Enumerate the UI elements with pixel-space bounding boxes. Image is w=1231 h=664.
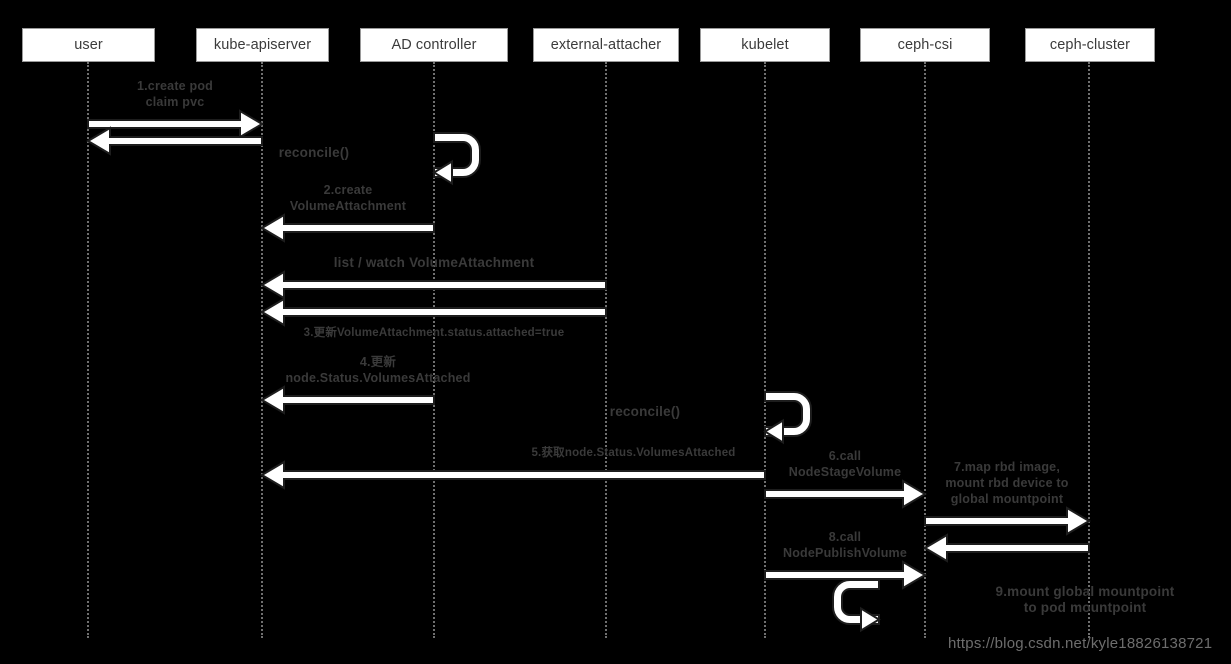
- message-label: 8.call NodePublishVolume: [782, 530, 907, 560]
- participant-label: ceph-csi: [897, 37, 953, 53]
- message-label: 7.map rbd image, mount rbd device to glo…: [945, 460, 1069, 506]
- message-arrow-4: [260, 385, 435, 415]
- message-arrow-2: [260, 213, 435, 243]
- message-label: 1.create pod claim pvc: [136, 79, 214, 109]
- message-label: 5.获取node.Status.VolumesAttached: [531, 447, 736, 459]
- participant-label: kubelet: [741, 37, 789, 53]
- participant-label: user: [74, 37, 103, 53]
- participant-label: external-attacher: [550, 37, 662, 53]
- lifeline-kubelet: [764, 62, 766, 638]
- message-label: reconcile(): [278, 145, 350, 160]
- message-label: 3.更新VolumeAttachment.status.attached=tru…: [303, 327, 565, 339]
- message-label: 4.更新 node.Status.VolumesAttached: [285, 355, 471, 385]
- lifeline-kube-apiserver: [261, 62, 263, 638]
- participant-box-ad-controller[interactable]: AD controller: [360, 28, 508, 62]
- participant-box-kube-apiserver[interactable]: kube-apiserver: [196, 28, 329, 62]
- watermark-text: https://blog.csdn.net/kyle18826138721: [948, 635, 1213, 652]
- participant-box-kubelet[interactable]: kubelet: [700, 28, 830, 62]
- participant-box-user[interactable]: user: [22, 28, 155, 62]
- participant-label: AD controller: [391, 37, 477, 53]
- participant-box-ceph-csi[interactable]: ceph-csi: [860, 28, 990, 62]
- lifeline-ceph-cluster: [1088, 62, 1090, 638]
- participant-label: ceph-cluster: [1049, 37, 1131, 53]
- lifeline-external-attacher: [605, 62, 607, 638]
- lifeline-user: [87, 62, 89, 638]
- message-label: 9.mount global mountpoint to pod mountpo…: [995, 584, 1175, 615]
- message-label: reconcile(): [609, 404, 681, 419]
- message-label: 6.call NodeStageVolume: [788, 449, 902, 479]
- lifeline-ad-controller: [433, 62, 435, 638]
- participant-label: kube-apiserver: [213, 37, 312, 53]
- message-label: list / watch VolumeAttachment: [333, 255, 535, 270]
- message-label: 2.create VolumeAttachment: [289, 183, 407, 213]
- lifeline-ceph-csi: [924, 62, 926, 638]
- participant-box-ceph-cluster[interactable]: ceph-cluster: [1025, 28, 1155, 62]
- participant-box-external-attacher[interactable]: external-attacher: [533, 28, 679, 62]
- self-loop-9: [832, 579, 881, 633]
- message-arrow-1: [87, 109, 264, 139]
